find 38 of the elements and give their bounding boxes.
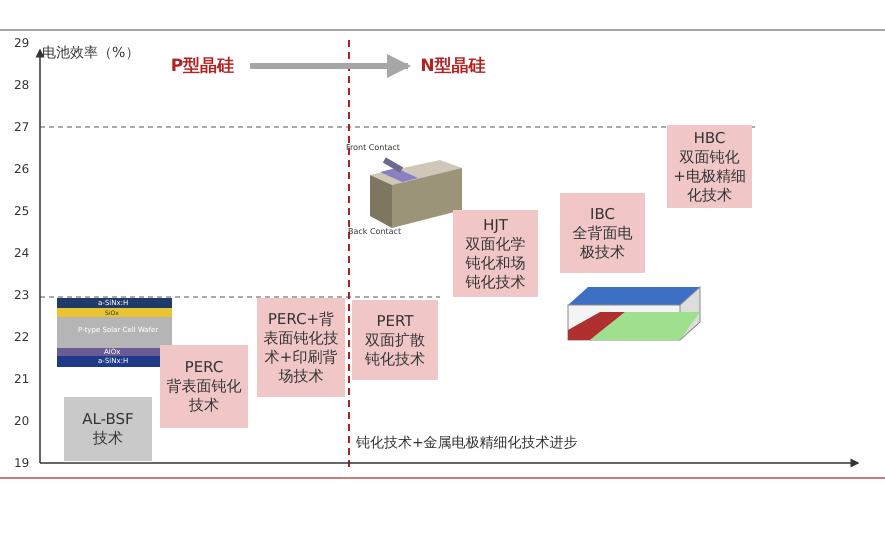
- arrow: [250, 54, 411, 78]
- box-title: AL-BSF: [82, 410, 134, 429]
- box-text: 技术: [93, 429, 123, 448]
- box-text: 双面扩散钝化技术: [364, 330, 426, 368]
- technology-box: [667, 125, 752, 208]
- tick-label: 23: [14, 288, 30, 302]
- technology-box: [560, 193, 645, 273]
- category-heading: N型晶硅: [420, 56, 486, 76]
- part-label: Front Contact: [346, 143, 400, 152]
- technology-box: [352, 300, 438, 380]
- tick-label: 20: [14, 414, 30, 428]
- box-text: 双面钝化+电极精细化技术: [673, 148, 746, 204]
- technology-box: [257, 298, 345, 397]
- box-text: 背表面钝化技术: [166, 377, 242, 415]
- caption-text: 钝化技术+金属电极精细化技术进步: [356, 434, 578, 452]
- box-title: HJT: [483, 216, 508, 234]
- box-text: 双面化学钝化和场钝化技术: [464, 234, 526, 292]
- box-title: PERT: [376, 312, 414, 330]
- tick-label: 26: [14, 162, 30, 176]
- tick-label: 24: [14, 246, 30, 260]
- axis-title: 电池效率（%）: [42, 44, 140, 62]
- technology-box: [64, 397, 152, 461]
- box-title: HBC: [694, 128, 726, 148]
- box-text: PERC+背表面钝化技术+印刷背场技术: [263, 310, 339, 386]
- technology-box: [160, 345, 248, 428]
- tick-label: 29: [14, 36, 30, 50]
- category-heading: P型晶硅: [170, 56, 234, 76]
- box-text: 全背面电极技术: [572, 224, 634, 262]
- box-title: IBC: [590, 204, 615, 224]
- tick-label: 25: [14, 204, 30, 218]
- tick-label: 21: [14, 372, 30, 386]
- technology-box: [453, 210, 538, 297]
- tick-label: 19: [14, 456, 30, 470]
- tick-label: 28: [14, 78, 30, 92]
- part-label: Back Contact: [348, 227, 402, 236]
- tick-label: 22: [14, 330, 30, 344]
- box-title: PERC: [184, 358, 224, 377]
- tick-label: 27: [14, 120, 30, 134]
